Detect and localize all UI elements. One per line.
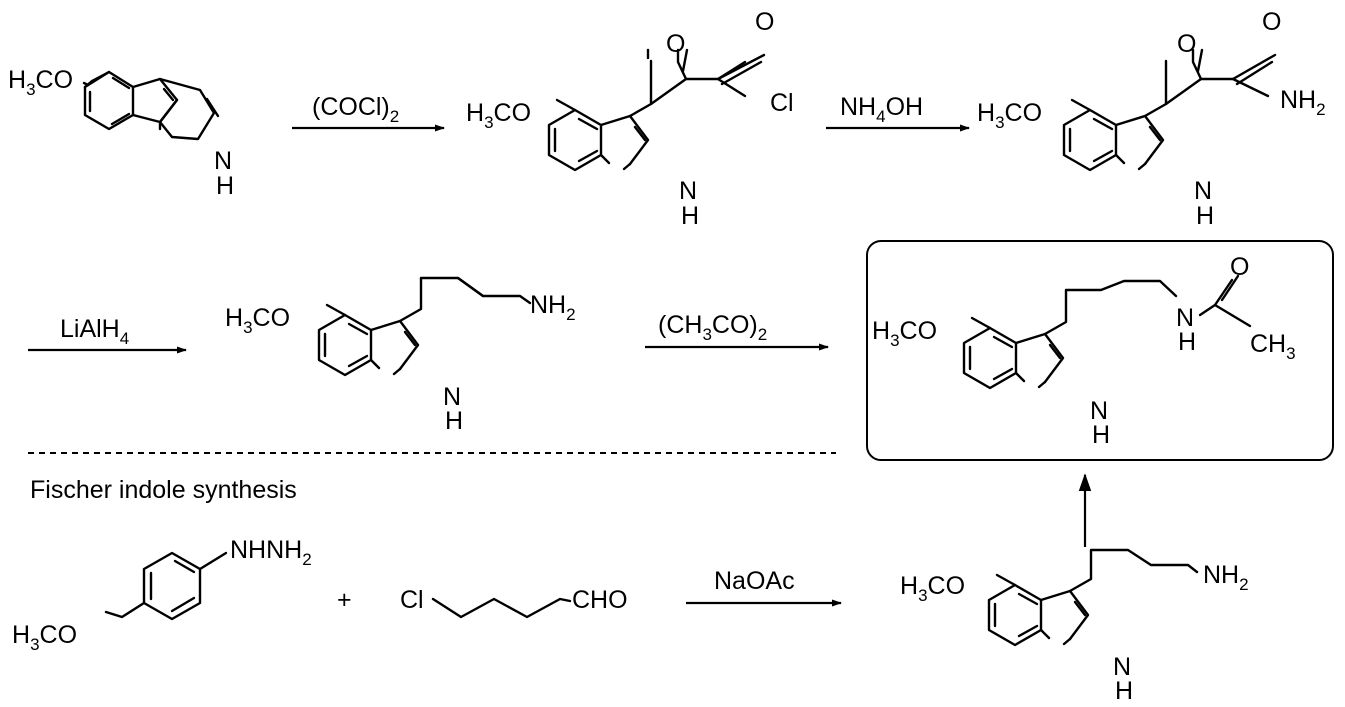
reaction-arrow-3: LiAlH4 [28,315,187,354]
chlorine-label: Cl [770,89,794,117]
molecule-indolylglyoxylyl-chloride: H3CO O O Cl N H [466,8,794,230]
nh-n-label-1: N [214,147,232,175]
reaction-arrow-2: NH4OH [826,93,970,132]
nh-h-label-3: H [1196,202,1214,230]
molecule-5-methoxytryptamine-b: H3CO NH2 N H [900,548,1249,705]
nh-n-label-2: N [679,177,697,205]
nh-h-label-2: H [681,202,699,230]
oxygen-label-3b: O [1262,8,1281,36]
molecule-indolylglyoxylamide: H3CO O O NH2 N H [977,8,1326,230]
molecule-5-methoxyindole: H3CO N H [8,66,234,200]
reagent-oxalyl-chloride: (COCl)2 [312,93,399,126]
amine-label-7: NH2 [1203,561,1249,594]
amide-n-label: N [1176,304,1194,332]
reagent-lithium-aluminium-hydride: LiAlH4 [60,315,129,348]
molecule-4-methoxyphenylhydrazine: NHNH2 H3CO [12,536,312,654]
reagent-ammonium-hydroxide: NH4OH [840,93,923,126]
reaction-arrow-5: NaOAc [686,567,842,607]
reaction-arrow-1: (COCl)2 [292,93,445,132]
fischer-title: Fischer indole synthesis [30,476,297,504]
chlorine-label-6: Cl [400,586,424,614]
nh-n-label-7: N [1113,653,1131,681]
nh-h-label-7: H [1115,677,1133,705]
nh-h-label-4: H [445,407,463,435]
nh-n-label-4: N [443,383,461,411]
hydrazine-label: NHNH2 [230,536,312,569]
oxygen-label-3a: O [1177,30,1196,58]
oxygen-label-5: O [1230,253,1249,281]
nh-h-label-5: H [1092,421,1110,449]
reagent-acetic-anhydride: (CH3CO)2 [658,311,767,344]
methyl-label: CH3 [1250,330,1296,363]
oxygen-label-2b: O [755,8,774,36]
nh-n-label-3: N [1194,177,1212,205]
molecule-5-methoxytryptamine-a: H3CO NH2 N H [225,276,576,435]
product-box: H3CO N H O CH3 N H [866,240,1334,461]
methoxy-label-2: H3CO [466,99,531,132]
nh-h-label-1: H [216,172,234,200]
amide-h-label: H [1178,328,1196,356]
reagent-sodium-acetate: NaOAc [714,567,795,595]
methoxy-label-5: H3CO [872,317,937,350]
methoxy-label-1: H3CO [8,66,73,99]
aldehyde-label: CHO [572,586,628,614]
reaction-arrow-4: (CH3CO)2 [645,311,829,351]
amine-label-3: NH2 [1280,86,1326,119]
methoxy-label-7: H3CO [900,572,965,605]
methoxy-label-4: H3CO [225,304,290,337]
oxygen-label-2a: O [666,30,685,58]
amine-label-4: NH2 [530,291,576,324]
methoxy-label-6: H3CO [12,621,77,654]
plus-sign: + [337,586,352,614]
methoxy-label-3: H3CO [977,99,1042,132]
nh-n-label-5: N [1090,397,1108,425]
molecule-4-chlorobutanal: Cl CHO [400,586,628,619]
